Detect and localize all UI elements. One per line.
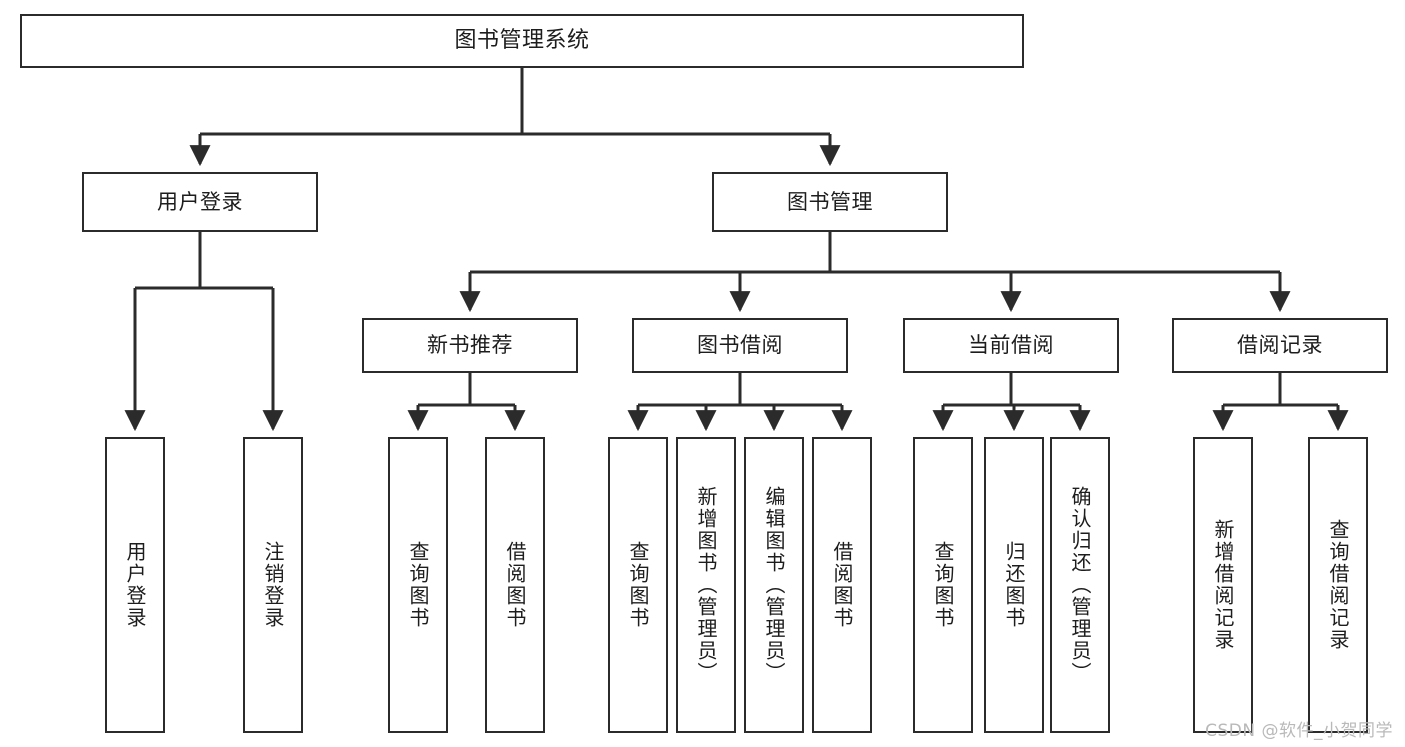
leaf-borrow-book-newbook[interactable]: 借阅图书 — [485, 437, 545, 733]
node-root-label: 图书管理系统 — [454, 28, 590, 54]
leaf-borrow-book-newbook-label: 借阅图书 — [503, 541, 527, 629]
watermark: CSDN @软件_小贺同学 — [1205, 721, 1393, 741]
leaf-logout-label: 注销登录 — [261, 541, 285, 629]
node-book-borrow-label: 图书借阅 — [697, 333, 783, 358]
node-root[interactable]: 图书管理系统 — [20, 14, 1024, 68]
node-new-book-recommend-label: 新书推荐 — [427, 333, 513, 358]
node-current-borrow[interactable]: 当前借阅 — [903, 318, 1119, 373]
leaf-return-book-label: 归还图书 — [1002, 541, 1026, 629]
leaf-edit-book-label: 编辑图书（管理员） — [762, 486, 786, 684]
node-user-login[interactable]: 用户登录 — [82, 172, 318, 232]
leaf-query-borrow-record-label: 查询借阅记录 — [1326, 519, 1350, 651]
leaf-query-book-current-label: 查询图书 — [931, 541, 955, 629]
leaf-query-book-newbook[interactable]: 查询图书 — [388, 437, 448, 733]
leaf-user-login[interactable]: 用户登录 — [105, 437, 165, 733]
leaf-query-book-current[interactable]: 查询图书 — [913, 437, 973, 733]
node-borrow-record-label: 借阅记录 — [1237, 333, 1323, 358]
leaf-edit-book[interactable]: 编辑图书（管理员） — [744, 437, 804, 733]
node-user-login-label: 用户登录 — [157, 189, 243, 214]
leaf-borrow-book-borrow[interactable]: 借阅图书 — [812, 437, 872, 733]
node-book-manage[interactable]: 图书管理 — [712, 172, 948, 232]
leaf-logout[interactable]: 注销登录 — [243, 437, 303, 733]
leaf-query-borrow-record[interactable]: 查询借阅记录 — [1308, 437, 1368, 733]
node-book-manage-label: 图书管理 — [787, 189, 873, 214]
node-new-book-recommend[interactable]: 新书推荐 — [362, 318, 578, 373]
leaf-query-book-borrow[interactable]: 查询图书 — [608, 437, 668, 733]
leaf-add-borrow-record[interactable]: 新增借阅记录 — [1193, 437, 1253, 733]
node-borrow-record[interactable]: 借阅记录 — [1172, 318, 1388, 373]
leaf-query-book-newbook-label: 查询图书 — [406, 541, 430, 629]
leaf-add-borrow-record-label: 新增借阅记录 — [1211, 519, 1235, 651]
node-book-borrow[interactable]: 图书借阅 — [632, 318, 848, 373]
leaf-add-book[interactable]: 新增图书（管理员） — [676, 437, 736, 733]
node-current-borrow-label: 当前借阅 — [968, 333, 1054, 358]
leaf-return-book[interactable]: 归还图书 — [984, 437, 1044, 733]
leaf-add-book-label: 新增图书（管理员） — [694, 486, 718, 684]
leaf-borrow-book-borrow-label: 借阅图书 — [830, 541, 854, 629]
leaf-confirm-return-label: 确认归还（管理员） — [1068, 486, 1092, 684]
leaf-query-book-borrow-label: 查询图书 — [626, 541, 650, 629]
leaf-user-login-label: 用户登录 — [123, 541, 147, 629]
leaf-confirm-return[interactable]: 确认归还（管理员） — [1050, 437, 1110, 733]
